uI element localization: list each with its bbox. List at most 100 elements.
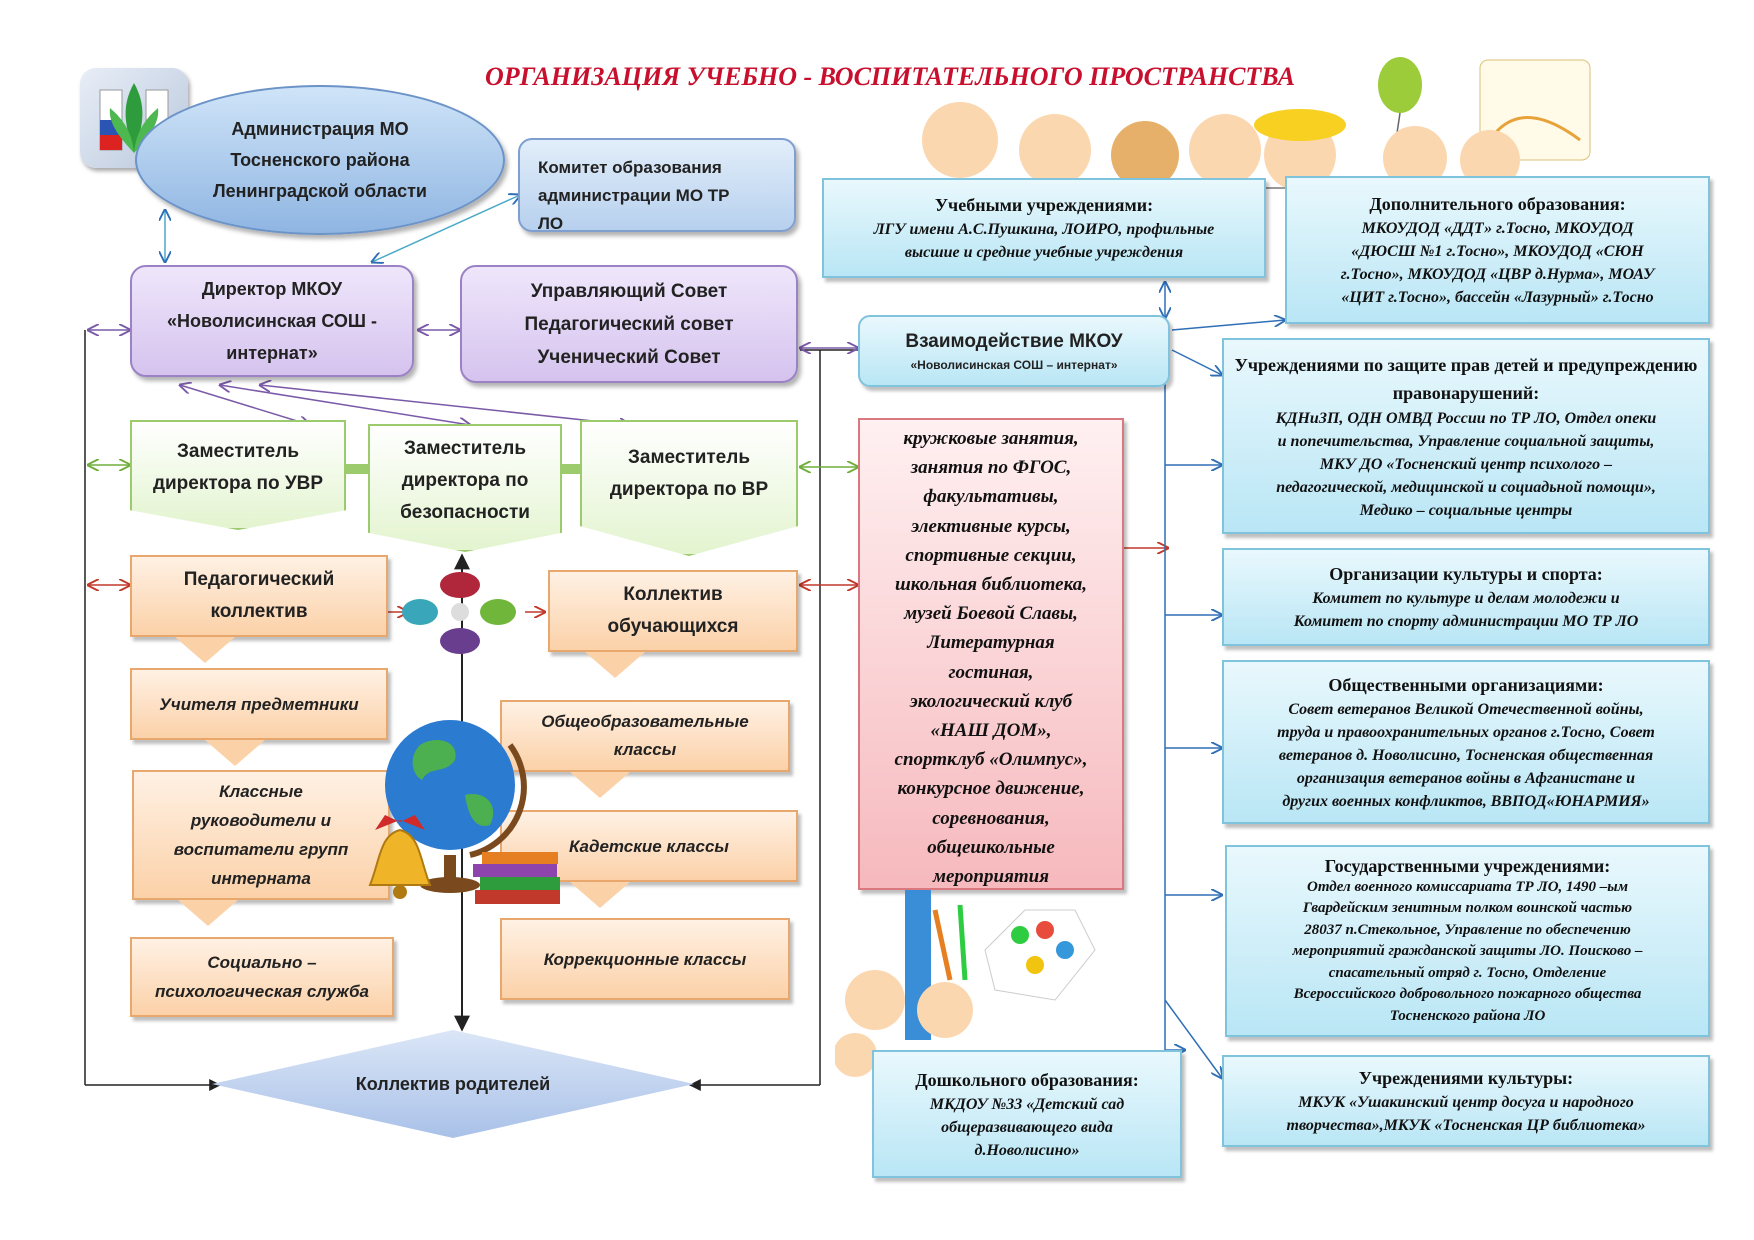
students-collective-box: Коллектив обучающихся — [548, 570, 798, 652]
activity-line: занятия по ФГОС, — [910, 457, 1072, 479]
deputy-vr-box: Заместитель директора по ВР — [580, 420, 798, 556]
general-classes-line: классы — [613, 740, 677, 759]
activity-line: соревнования, — [932, 807, 1050, 829]
culture-inst-line: творчества»,МКУК «Тосненская ЦР библиоте… — [1286, 1117, 1646, 1134]
activity-line: факультативы, — [923, 486, 1059, 508]
activity-line: спортивные секции, — [905, 544, 1077, 566]
activity-line: конкурсное движение, — [897, 778, 1085, 800]
social-line: психологическая служба — [154, 982, 370, 1001]
public-heading: Общественными организациями: — [1328, 674, 1604, 695]
culture-inst-heading: Учреждениями культуры: — [1358, 1068, 1574, 1088]
activity-line: музей Боевой Славы, — [904, 603, 1078, 625]
students-line: обучающихся — [607, 616, 739, 637]
deputy-security-label: Заместитель директора по безопасности — [400, 433, 530, 529]
callout-tail — [178, 900, 238, 926]
teachers-collective-box: Педагогический коллектив — [130, 555, 388, 637]
council-line: Управляющий Совет — [530, 280, 728, 302]
rights-line: педагогической, медицинской и социадьной… — [1276, 478, 1656, 496]
preschool-box: Дошкольного образования: МКДОУ №33 «Детс… — [872, 1050, 1182, 1178]
educational-line: ЛГУ имени А.С.Пушкина, ЛОИРО, профильные — [873, 221, 1215, 238]
admin-line: Ленинградской области — [213, 180, 427, 201]
preschool-line: МКДОУ №33 «Детский сад — [929, 1095, 1125, 1113]
culture-sport-box: Организации культуры и спорта: Комитет п… — [1222, 548, 1710, 646]
state-line: мероприятий гражданской защиты ЛО. Поиск… — [1292, 943, 1643, 960]
preschool-heading: Дошкольного образования: — [915, 1069, 1139, 1090]
correction-classes-label: Коррекционные классы — [543, 949, 747, 969]
cycle-diagram-icon — [402, 572, 516, 654]
admin-line: Администрация МО — [231, 118, 409, 139]
public-line: ветеранов д. Новолисино, Тосненская обще… — [1278, 746, 1654, 764]
activity-line: экологический клуб — [909, 690, 1073, 712]
deputy-uvr-box: Заместитель директора по УВР — [130, 420, 346, 530]
social-service-box: Социально – психологическая служба — [130, 937, 394, 1017]
preschool-line: д.Новолисино» — [974, 1141, 1080, 1159]
state-line: спасательный отряд г. Тосно, Отделение — [1328, 964, 1607, 981]
public-line: других военных конфликтов, ВВПОД«ЮНАРМИЯ… — [1282, 792, 1650, 810]
council-line: Ученический Совет — [537, 346, 721, 368]
activities-box: кружковые занятия, занятия по ФГОС, факу… — [858, 418, 1124, 890]
activity-line: гостиная, — [948, 661, 1034, 683]
deputy-line: Заместитель — [403, 438, 526, 459]
activity-line: мероприятия — [932, 866, 1049, 888]
subject-teachers-label: Учителя предметники — [159, 694, 359, 714]
committee-line: Комитет образования — [538, 158, 722, 177]
rights-heading: Учреждениями по защите прав детей и пред… — [1234, 354, 1698, 403]
bell-icon — [368, 815, 432, 899]
educational-line: высшие и средние учебные учреждения — [904, 244, 1184, 261]
activity-line: кружковые занятия, — [903, 428, 1079, 449]
books-icon — [473, 852, 560, 904]
state-line: Гвардейским зенитным полком воинской час… — [1302, 900, 1633, 917]
state-line: Всероссийского добровольного пожарного о… — [1293, 986, 1642, 1003]
director-line: интернат» — [226, 343, 318, 363]
additional-line: «ДЮСШ №1 г.Тосно», МКОУДОД «СЮН — [1351, 243, 1644, 260]
callout-tail — [175, 637, 235, 663]
interaction-title: Взаимодействие МКОУ — [905, 331, 1123, 352]
admin-line: Тосненского района — [230, 149, 410, 170]
state-institutions-box: Государственными учреждениями: Отдел вое… — [1225, 845, 1710, 1037]
administration-bubble: Администрация МО Тосненского района Лени… — [135, 85, 505, 235]
additional-line: «ЦИТ г.Тосно», бассейн «Лазурный» г.Тосн… — [1341, 289, 1654, 306]
social-line: Социально – — [207, 953, 317, 972]
culture-institutions-box: Учреждениями культуры: МКУК «Ушакинский … — [1222, 1055, 1710, 1147]
students-line: Коллектив — [623, 584, 723, 605]
activity-line: общешкольные — [927, 836, 1055, 858]
preschool-line: общеразвивающего вида — [941, 1118, 1113, 1136]
deputy-line: директора по УВР — [152, 473, 324, 494]
additional-education-box: Дополнительного образования: МКОУДОД «ДД… — [1285, 176, 1710, 324]
committee-line: администрации МО ТР — [538, 186, 730, 205]
state-heading: Государственными учреждениями: — [1324, 855, 1611, 876]
correction-classes-box: Коррекционные классы — [500, 918, 790, 1000]
deputy-line: Заместитель — [176, 441, 299, 462]
teachers-line: Педагогический — [183, 569, 335, 590]
additional-heading: Дополнительного образования: — [1369, 194, 1626, 214]
general-classes-line: Общеобразовательные — [541, 712, 749, 731]
rights-line: и попечительства, Управление социальной … — [1277, 432, 1655, 450]
rights-line: КДНиЗП, ОДН ОМВД России по ТР ЛО, Отдел … — [1275, 409, 1657, 427]
deputy-line: безопасности — [400, 502, 530, 523]
council-line: Педагогический совет — [524, 313, 734, 335]
activity-line: «НАШ ДОМ», — [930, 720, 1052, 742]
deputy-uvr-label: Заместитель директора по УВР — [153, 436, 323, 500]
kids-paint-illustration — [835, 890, 1096, 1077]
activity-line: спортклуб «Олимпус», — [894, 749, 1088, 771]
callout-tail — [570, 772, 630, 798]
public-line: организация ветеранов войны в Афганистан… — [1296, 769, 1636, 787]
deputy-security-box: Заместитель директора по безопасности — [368, 424, 562, 552]
class-leaders-box: Классные руководители и воспитатели груп… — [132, 770, 390, 900]
callout-tail — [570, 882, 630, 908]
public-line: труда и правоохранительных органов г.Тос… — [1277, 723, 1655, 741]
interaction-subtitle: «Новолисинская СОШ – интернат» — [910, 358, 1118, 372]
state-line: Тосненского района ЛО — [1389, 1007, 1546, 1024]
rights-protection-box: Учреждениями по защите прав детей и пред… — [1222, 338, 1710, 534]
globe-illustration — [385, 720, 527, 893]
parents-label: Коллектив родителей — [355, 1073, 551, 1094]
additional-line: МКОУДОД «ДДТ» г.Тосно, МКОУДОД — [1361, 220, 1634, 237]
culture-inst-line: МКУК «Ушакинский центр досуга и народног… — [1298, 1094, 1634, 1111]
class-leaders-line: интерната — [211, 869, 311, 888]
callout-tail — [205, 740, 265, 766]
class-leaders-line: воспитатели групп — [173, 840, 349, 859]
director-box: Директор МКОУ «Новолисинская СОШ - интер… — [130, 265, 414, 377]
activity-line: элективные курсы, — [911, 515, 1071, 537]
callout-tail — [585, 652, 645, 678]
culture-sport-heading: Организации культуры и спорта: — [1329, 564, 1603, 584]
